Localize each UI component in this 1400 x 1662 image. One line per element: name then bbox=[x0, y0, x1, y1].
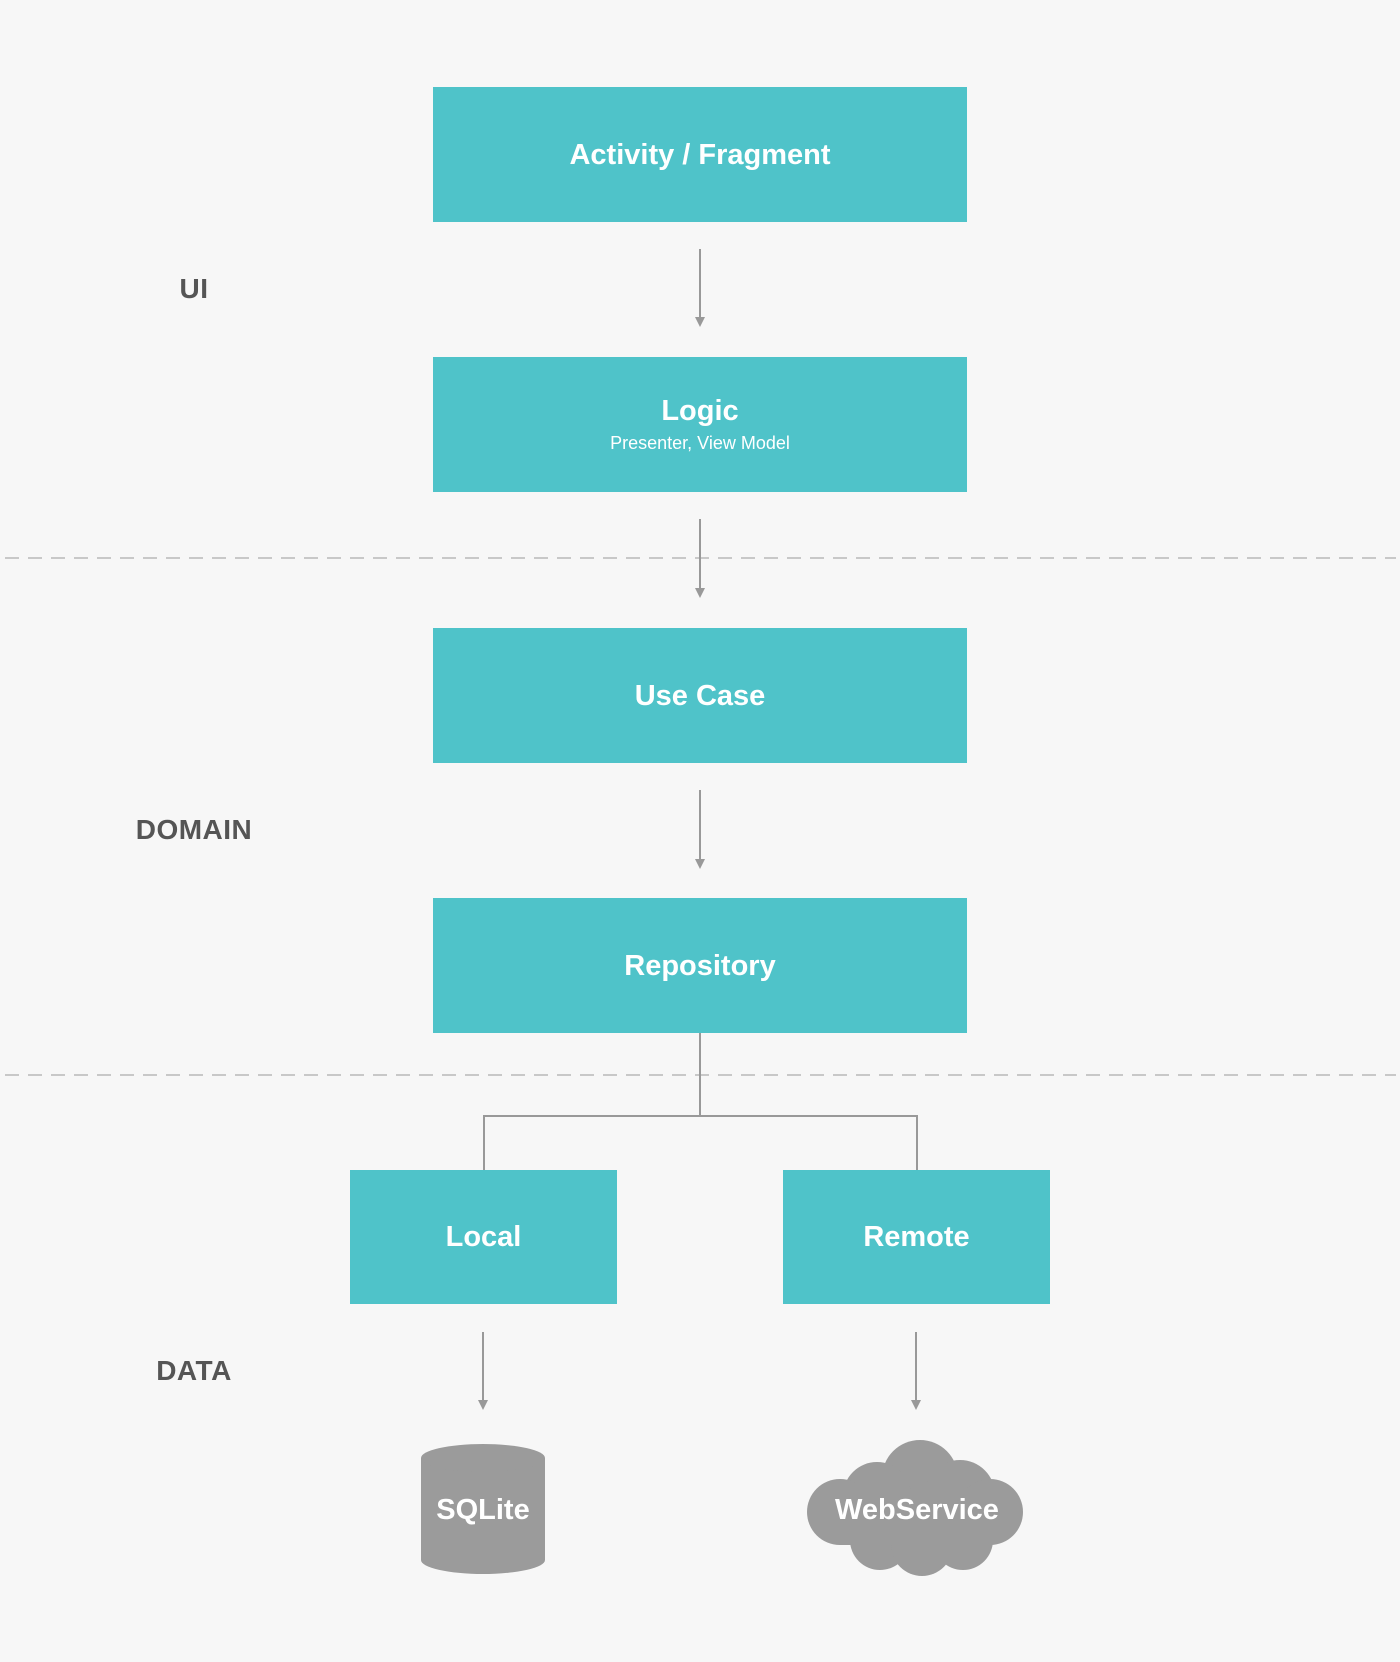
cloud-icon bbox=[807, 1440, 1023, 1576]
layer-label-ui: UI bbox=[179, 273, 209, 304]
remote-box: Remote bbox=[783, 1170, 1050, 1304]
remote-title: Remote bbox=[863, 1221, 970, 1253]
logic-box: Logic Presenter, View Model bbox=[433, 357, 967, 492]
logic-title: Logic bbox=[661, 394, 739, 427]
branch-to-remote bbox=[700, 1115, 918, 1170]
use-case-title: Use Case bbox=[634, 679, 766, 712]
database-cylinder-icon bbox=[421, 1444, 545, 1574]
local-box: Local bbox=[350, 1170, 617, 1304]
activity-fragment-box: Activity / Fragment bbox=[433, 87, 967, 222]
activity-fragment-title: Activity / Fragment bbox=[569, 138, 831, 171]
layer-label-data: DATA bbox=[156, 1355, 232, 1386]
logic-subtitle: Presenter, View Model bbox=[610, 432, 790, 453]
webservice-label: WebService bbox=[835, 1493, 999, 1526]
local-title: Local bbox=[445, 1221, 522, 1253]
sqlite-label: SQLite bbox=[436, 1493, 530, 1526]
layer-label-domain: DOMAIN bbox=[135, 814, 253, 845]
repository-box: Repository bbox=[433, 898, 967, 1033]
repository-title: Repository bbox=[624, 949, 776, 982]
branch-to-local bbox=[483, 1115, 700, 1170]
use-case-box: Use Case bbox=[433, 628, 967, 763]
